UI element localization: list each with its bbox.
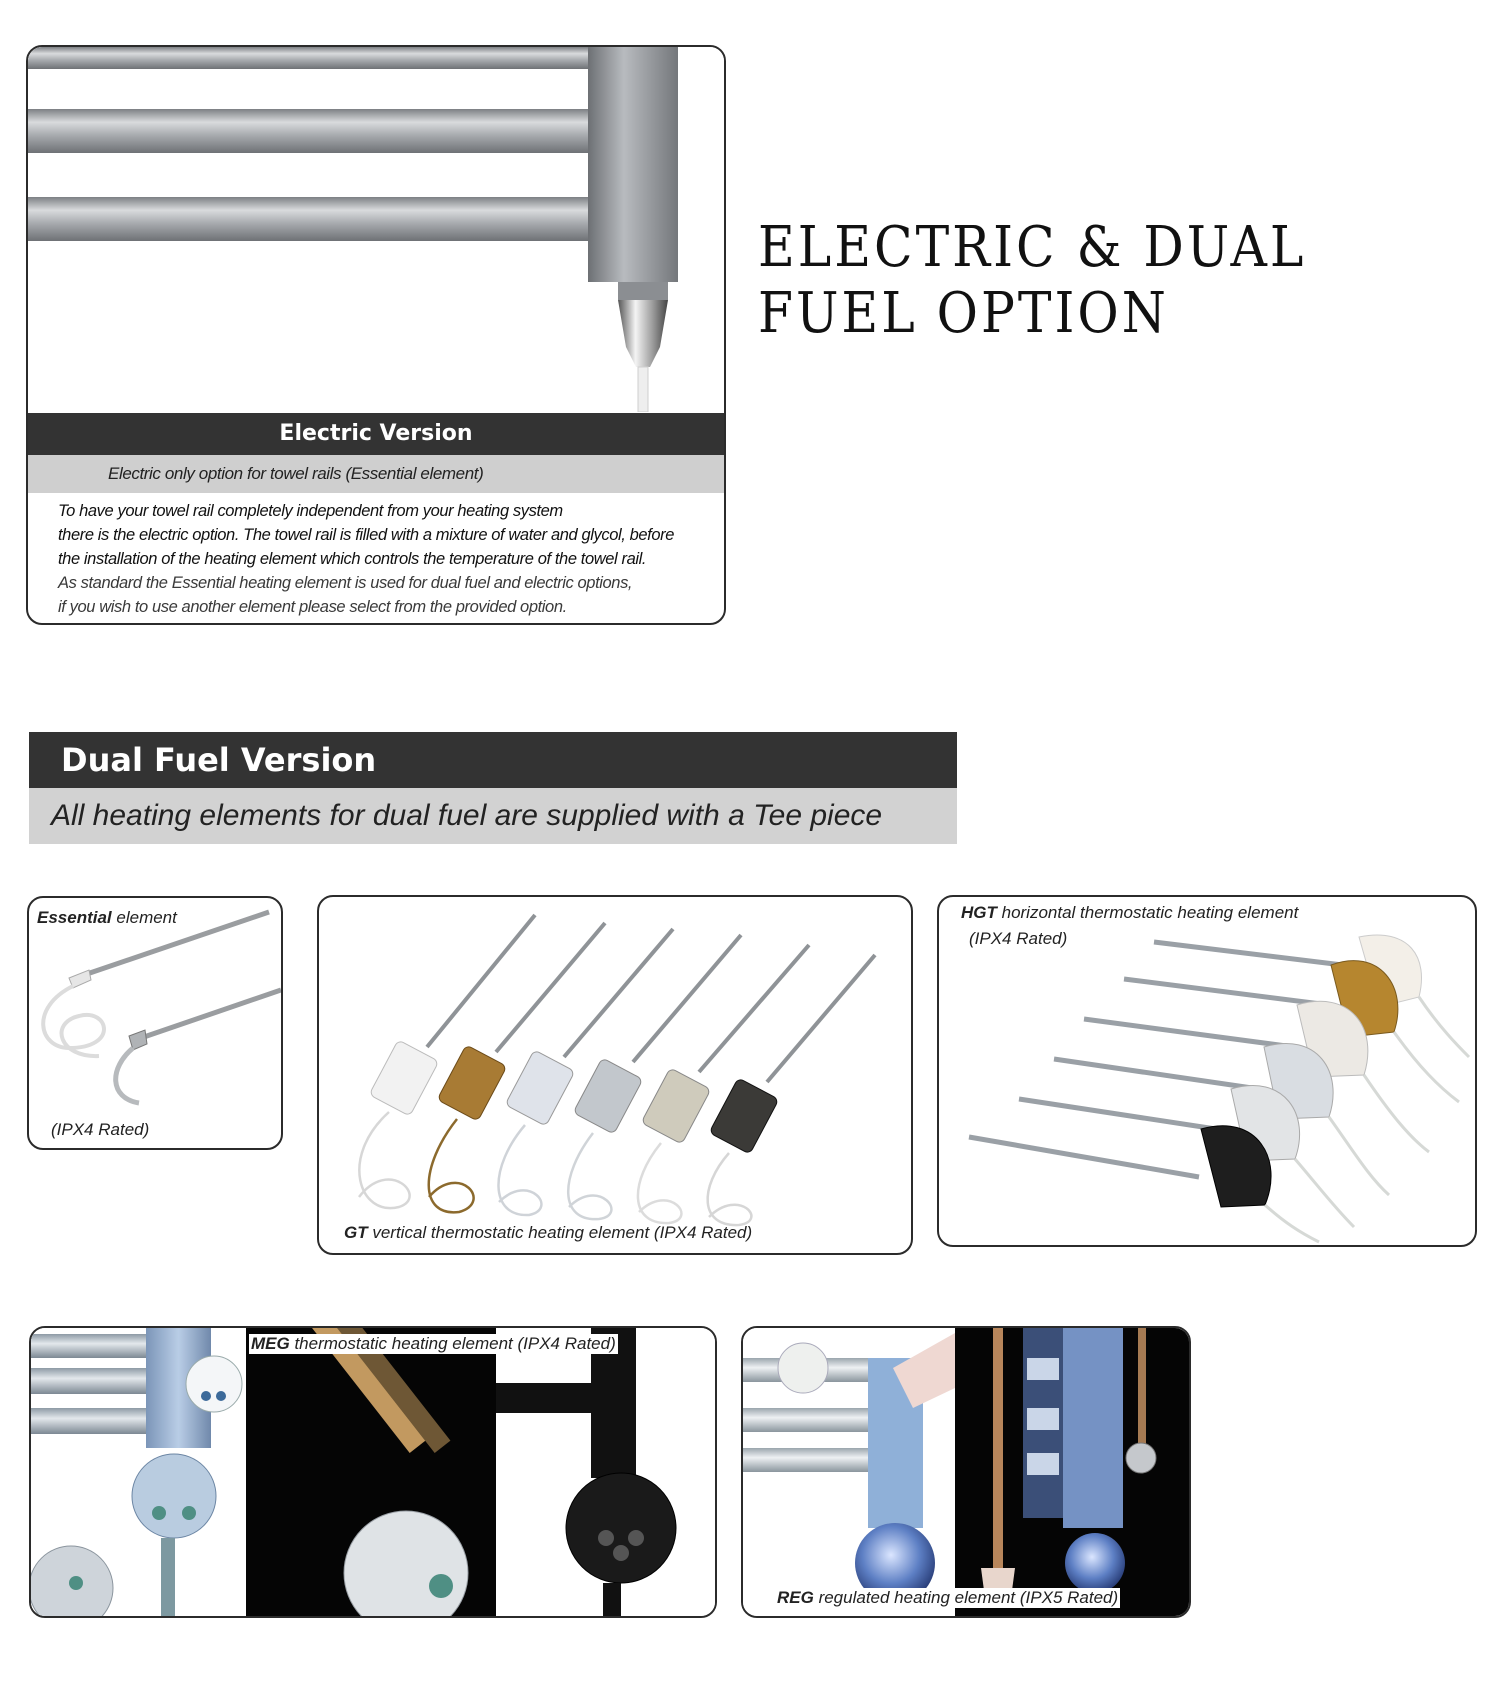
essential-element-card: Essential element (IPX4 Rated)	[27, 896, 283, 1150]
electric-version-description: To have your towel rail completely indep…	[58, 499, 708, 619]
electric-version-card: Electric Version Electric only option fo…	[26, 45, 726, 625]
towel-rail-image	[28, 47, 724, 412]
gt-desc: vertical thermostatic heating element (I…	[367, 1223, 753, 1242]
meg-element-image	[31, 1328, 715, 1616]
meg-name: MEG	[251, 1334, 290, 1353]
note-line: As standard the Essential heating elemen…	[58, 574, 633, 592]
note-line: if you wish to use another element pleas…	[58, 598, 567, 616]
hgt-rating: (IPX4 Rated)	[969, 929, 1068, 948]
dual-fuel-subheading-bar: All heating elements for dual fuel are s…	[29, 788, 957, 844]
electric-version-heading-bar: Electric Version	[28, 413, 724, 455]
page-title: ELECTRIC & DUAL FUEL OPTION	[758, 215, 1307, 346]
gt-element-card: GT vertical thermostatic heating element…	[317, 895, 913, 1255]
electric-version-subheading: Electric only option for towel rails (Es…	[108, 464, 484, 483]
gt-name: GT	[344, 1223, 368, 1242]
hgt-caption: HGT horizontal thermostatic heating elem…	[961, 903, 1298, 923]
reg-element-card: REG regulated heating element (IPX5 Rate…	[741, 1326, 1191, 1618]
hgt-name: HGT	[961, 903, 997, 922]
gt-element-image	[358, 913, 877, 1227]
meg-element-card: MEG thermostatic heating element (IPX4 R…	[29, 1326, 717, 1618]
reg-name: REG	[777, 1588, 814, 1607]
essential-caption: Essential element	[37, 908, 177, 928]
gt-caption: GT vertical thermostatic heating element…	[344, 1223, 752, 1243]
reg-element-image	[743, 1328, 1189, 1616]
essential-element-image	[41, 909, 281, 1106]
dual-fuel-subheading: All heating elements for dual fuel are s…	[51, 799, 883, 832]
description-line: To have your towel rail completely indep…	[58, 502, 563, 520]
hgt-desc: horizontal thermostatic heating element	[996, 903, 1299, 922]
reg-desc: regulated heating element (IPX5 Rated)	[813, 1588, 1119, 1607]
description-line: the installation of the heating element …	[58, 550, 647, 568]
essential-desc: element	[111, 908, 177, 927]
reg-caption: REG regulated heating element (IPX5 Rate…	[775, 1588, 1121, 1608]
hgt-element-image	[968, 934, 1471, 1244]
description-line: there is the electric option. The towel …	[58, 526, 675, 544]
electric-version-heading: Electric Version	[279, 421, 473, 446]
hgt-element-card: HGT horizontal thermostatic heating elem…	[937, 895, 1477, 1247]
electric-version-subheading-bar: Electric only option for towel rails (Es…	[28, 455, 724, 493]
essential-rating: (IPX4 Rated)	[51, 1120, 150, 1139]
essential-name: Essential	[37, 908, 112, 927]
dual-fuel-heading-bar: Dual Fuel Version	[29, 732, 957, 788]
meg-desc: thermostatic heating element (IPX4 Rated…	[289, 1334, 616, 1353]
dual-fuel-heading: Dual Fuel Version	[61, 741, 377, 779]
meg-caption: MEG thermostatic heating element (IPX4 R…	[249, 1334, 618, 1354]
